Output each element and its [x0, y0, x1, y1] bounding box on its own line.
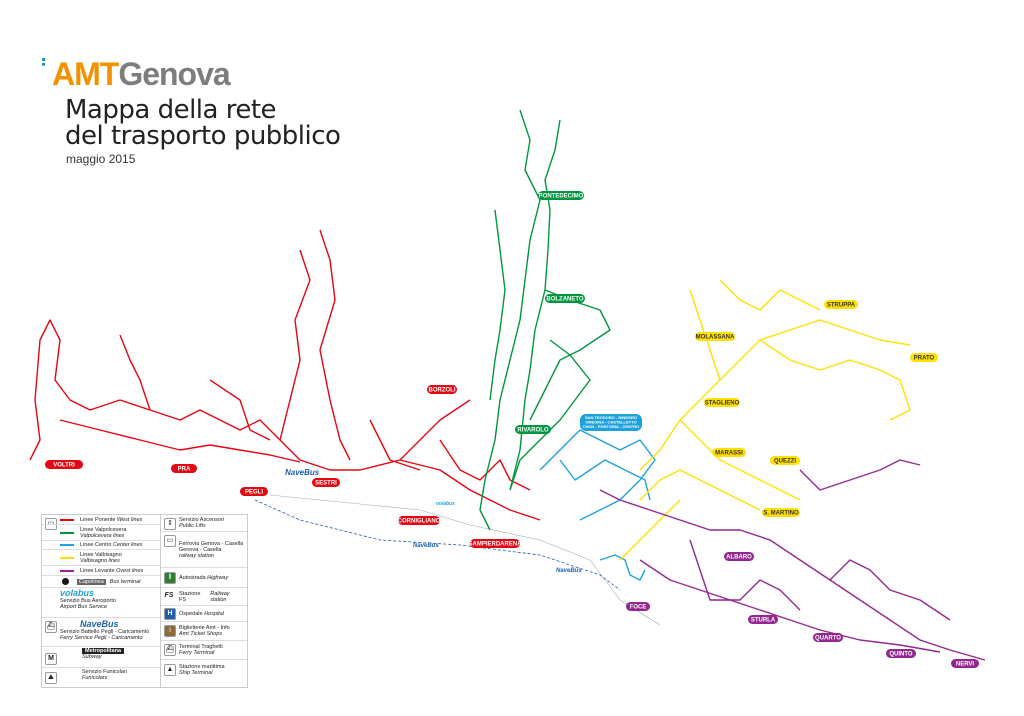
funicular-icon: ⛰	[45, 672, 57, 684]
navebus-label-pegli: NaveBus	[285, 468, 320, 477]
shoreline	[269, 494, 661, 626]
district-voltri[interactable]: VOLTRI	[45, 460, 83, 469]
svg-text:BOLZANETO: BOLZANETO	[546, 297, 584, 303]
fs-railway-icon: FS	[164, 592, 174, 599]
navebus-label-port: NaveBus	[413, 543, 439, 549]
svg-text:BORZOLI: BORZOLI	[429, 388, 456, 394]
svg-text:PRA: PRA	[178, 467, 191, 473]
svg-text:PONTEDECIMO: PONTEDECIMO	[539, 194, 584, 200]
district-foce[interactable]: FOCE	[626, 602, 650, 611]
ferry-terminal-icon: ⛴	[164, 644, 176, 656]
district-borzoli[interactable]: BORZOLI	[427, 385, 457, 394]
logo-mark-icon	[42, 58, 55, 66]
svg-text:FOCE: FOCE	[630, 605, 647, 611]
svg-text:PEGLI: PEGLI	[245, 490, 263, 496]
amt-genova-logo: AMTGenova	[42, 56, 231, 93]
volabus-label: volabus	[436, 501, 455, 507]
hospital-icon: H	[164, 608, 176, 620]
svg-text:SAN TEODORO - DINEGRO: SAN TEODORO - DINEGRO	[585, 415, 637, 420]
district-sturla[interactable]: STURLA	[748, 615, 778, 624]
svg-text:SESTRI: SESTRI	[315, 481, 337, 487]
train-icon: ▭	[164, 535, 176, 547]
coastline-ferry-route	[254, 499, 621, 591]
district-bolzaneto[interactable]: BOLZANETO	[545, 294, 585, 303]
district-pontedecimo[interactable]: PONTEDECIMO	[538, 191, 584, 200]
valbisagno-lines	[619, 279, 911, 561]
district-prato[interactable]: PRATO	[910, 353, 938, 362]
district-nervi[interactable]: NERVI	[951, 659, 979, 668]
terminal-dot-icon	[62, 578, 69, 585]
valbisagno-line-swatch	[60, 556, 74, 559]
district-stagliento[interactable]: STAGLIENO	[704, 398, 740, 407]
district-quezzi[interactable]: QUEZZI	[770, 456, 800, 465]
svg-text:SAMPIERDARENA: SAMPIERDARENA	[468, 542, 522, 548]
svg-text:S. MARTINO: S. MARTINO	[763, 511, 799, 517]
svg-text:RIVAROLO: RIVAROLO	[517, 428, 549, 434]
district-marassi[interactable]: MARASSI	[712, 448, 746, 457]
svg-text:QUEZZI: QUEZZI	[774, 459, 796, 465]
svg-text:CORNIGLIANO: CORNIGLIANO	[398, 519, 441, 525]
west-lines	[29, 229, 541, 521]
svg-text:QUARTO: QUARTO	[815, 636, 841, 642]
valpolcevera-lines	[479, 109, 611, 531]
district-pra[interactable]: PRA	[171, 464, 197, 473]
east-lines	[599, 459, 986, 661]
svg-text:QUINTO: QUINTO	[889, 652, 913, 658]
map-date: maggio 2015	[66, 152, 136, 166]
district-molassana[interactable]: MOLASSANA	[695, 332, 735, 341]
ticket-shop-icon: i	[164, 625, 176, 637]
svg-text:PRATO: PRATO	[914, 356, 935, 362]
svg-text:VOLTRI: VOLTRI	[53, 463, 75, 469]
ship-terminal-icon: ▲	[164, 664, 176, 676]
center-area-label: SAN TEODORO - DINEGRO OREGINA - CASTELLE…	[580, 414, 642, 431]
district-rivarolo[interactable]: RIVAROLO	[515, 425, 551, 434]
highway-icon: ‖	[164, 572, 176, 584]
svg-text:STRUPPA: STRUPPA	[827, 303, 856, 309]
lift-icon: ⇕	[164, 518, 176, 530]
ferry-icon: ⛴	[45, 621, 57, 633]
district-struppa[interactable]: STRUPPA	[824, 300, 858, 309]
district-quinto[interactable]: QUINTO	[886, 649, 916, 658]
district-sestri[interactable]: SESTRI	[312, 478, 340, 487]
district-sampierdarena[interactable]: SAMPIERDARENA	[468, 539, 522, 548]
svg-text:ALBARO: ALBARO	[726, 555, 752, 561]
metro-icon: M	[45, 653, 57, 665]
district-pegli[interactable]: PEGLI	[240, 487, 268, 496]
navebus-label-caricamento: NaveBus	[556, 568, 582, 574]
district-s-martino[interactable]: S. MARTINO	[762, 508, 800, 517]
district-quarto[interactable]: QUARTO	[813, 633, 843, 642]
svg-text:MARASSI: MARASSI	[715, 451, 743, 457]
svg-text:NERVI: NERVI	[956, 662, 975, 668]
district-labels: VOLTRI PRA PEGLI SESTRI BORZOLI CORNIGLI…	[45, 191, 979, 668]
district-cornigliano[interactable]: CORNIGLIANO	[398, 516, 441, 525]
valpolcevera-line-swatch	[60, 531, 74, 534]
center-line-swatch	[60, 544, 74, 546]
svg-text:MOLASSANA: MOLASSANA	[696, 335, 735, 341]
center-lines	[539, 429, 656, 581]
map-legend: ▭ Linee Ponente West lines Linee Valpolc…	[41, 514, 248, 688]
west-line-swatch	[60, 518, 74, 521]
east-line-swatch	[60, 569, 74, 572]
svg-text:STAGLIENO: STAGLIENO	[705, 401, 740, 407]
svg-text:CHUN - PORTORIA - CENTRO: CHUN - PORTORIA - CENTRO	[583, 424, 639, 429]
svg-text:OREGINA - CASTELLETTO: OREGINA - CASTELLETTO	[585, 420, 636, 425]
district-albaro[interactable]: ALBARO	[724, 552, 754, 561]
svg-text:STURLA: STURLA	[751, 618, 776, 624]
